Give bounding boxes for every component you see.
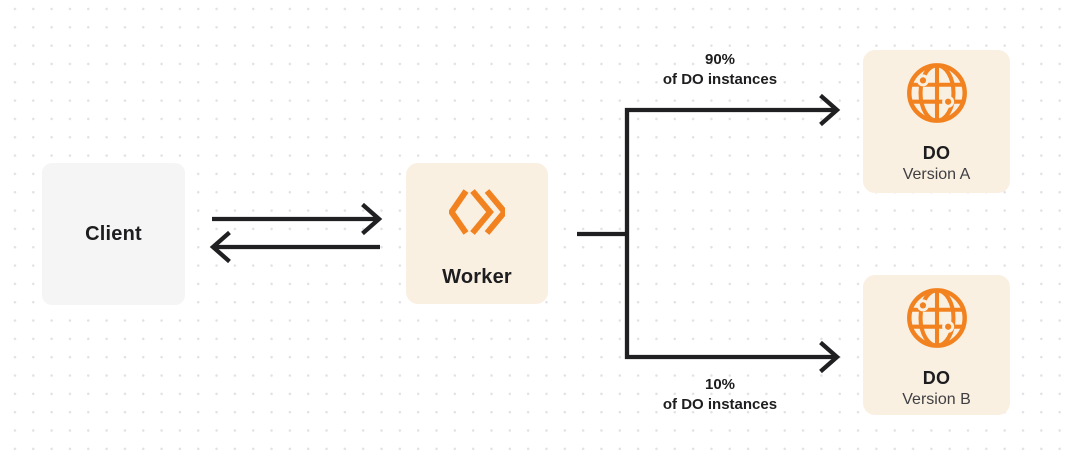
do-version-a-node: DO Version A bbox=[863, 50, 1010, 193]
arrow-worker-to-client bbox=[209, 230, 380, 264]
workers-logo-icon bbox=[449, 189, 505, 235]
branch-a-caption: of DO instances bbox=[662, 71, 778, 88]
worker-label: Worker bbox=[442, 266, 512, 288]
do-version-b-node: DO Version B bbox=[863, 275, 1010, 415]
globe-icon bbox=[906, 288, 967, 348]
do-a-title: DO bbox=[922, 143, 951, 163]
do-b-title: DO bbox=[922, 368, 951, 388]
client-node: Client bbox=[42, 163, 185, 305]
client-label: Client bbox=[85, 222, 142, 245]
do-a-subtitle: Version A bbox=[902, 166, 971, 183]
branch-b-percent: 10% bbox=[704, 376, 736, 393]
arrow-client-to-worker bbox=[212, 202, 383, 236]
arrowhead-to-version-b bbox=[819, 340, 841, 374]
worker-node: Worker bbox=[406, 163, 548, 304]
branch-a-label: 90% of DO instances bbox=[620, 50, 820, 90]
globe-icon bbox=[906, 63, 967, 123]
branch-a-percent: 90% bbox=[704, 51, 736, 68]
arrowhead-to-version-a bbox=[819, 93, 841, 127]
do-b-subtitle: Version B bbox=[902, 391, 971, 408]
branch-b-caption: of DO instances bbox=[662, 396, 778, 413]
worker-branch-connector bbox=[577, 107, 835, 360]
branch-b-label: 10% of DO instances bbox=[620, 375, 820, 415]
